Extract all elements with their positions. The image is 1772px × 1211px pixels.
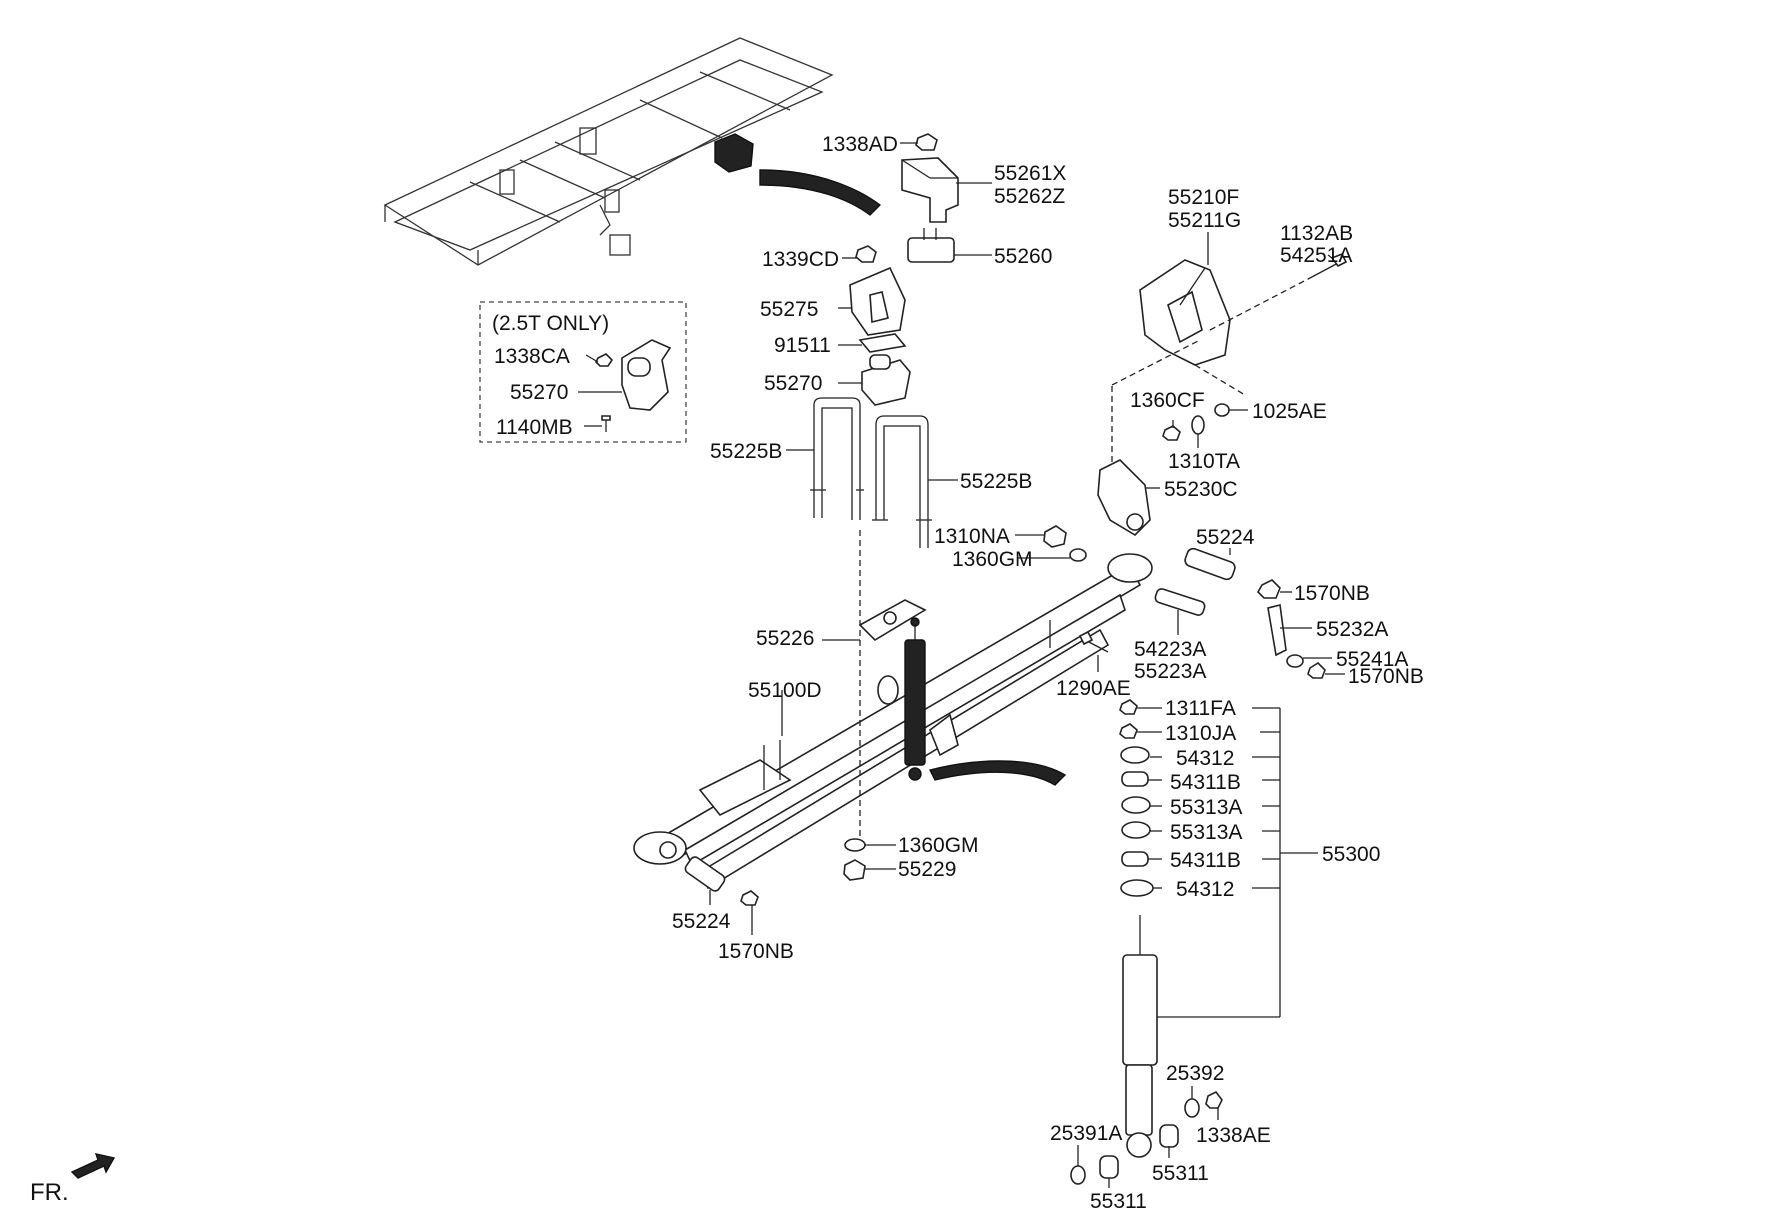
label-1132AB: 1132AB	[1280, 222, 1353, 245]
label-91511: 91511	[774, 334, 831, 357]
label-1290AE: 1290AE	[1056, 677, 1131, 700]
shock-absorber-installed	[904, 617, 1067, 786]
inset-title: (2.5T ONLY)	[492, 312, 609, 335]
label-1338CA: 1338CA	[494, 345, 570, 368]
label-54251A: 54251A	[1280, 244, 1352, 267]
label-54223A: 54223A	[1134, 638, 1206, 661]
part-labels: 1338AD 55261X 55262Z 1339CD 55260 55275 …	[30, 133, 1424, 1211]
label-1338AD: 1338AD	[822, 133, 898, 156]
label-55262Z: 55262Z	[994, 185, 1065, 208]
label-1025AE: 1025AE	[1252, 400, 1327, 423]
spring-hardware	[684, 547, 1326, 906]
label-25391A: 25391A	[1050, 1122, 1122, 1145]
label-55311-bottom: 55311	[1090, 1190, 1147, 1211]
label-1311FA: 1311FA	[1165, 697, 1236, 720]
label-1570NB-mid: 1570NB	[1348, 665, 1424, 688]
label-55241A: 55241A	[1336, 648, 1408, 671]
u-bolts	[810, 397, 932, 548]
label-55275: 55275	[760, 298, 818, 321]
vehicle-frame-illustration	[383, 37, 882, 266]
label-25392: 25392	[1166, 1062, 1224, 1085]
label-55313A-upper: 55313A	[1170, 796, 1242, 819]
label-55270-main: 55270	[764, 372, 822, 395]
label-55300: 55300	[1322, 843, 1380, 866]
label-55224-right: 55224	[1196, 526, 1255, 549]
shackle-bracket	[1043, 252, 1348, 562]
label-55260: 55260	[994, 245, 1052, 268]
label-55226: 55226	[756, 627, 814, 650]
leaf-spring	[633, 530, 1153, 890]
spring-mount-parts	[849, 133, 959, 406]
label-55210F: 55210F	[1168, 186, 1239, 209]
label-55223A: 55223A	[1134, 660, 1206, 683]
label-55229: 55229	[898, 858, 956, 881]
label-1338AE: 1338AE	[1196, 1124, 1271, 1147]
label-55261X: 55261X	[994, 162, 1066, 185]
label-55230C: 55230C	[1164, 478, 1238, 501]
label-55211G: 55211G	[1168, 209, 1241, 232]
front-marker: FR.	[30, 1179, 69, 1206]
label-54312-lower: 54312	[1176, 878, 1234, 901]
inset-2-5t-only	[479, 301, 687, 443]
label-1310JA: 1310JA	[1165, 722, 1236, 745]
label-1140MB: 1140MB	[496, 416, 573, 439]
label-55311-right: 55311	[1152, 1162, 1209, 1185]
label-1570NB-bottom: 1570NB	[718, 940, 794, 963]
leader-lines	[578, 142, 1345, 1188]
label-55232A: 55232A	[1316, 618, 1388, 641]
label-55100D: 55100D	[748, 679, 822, 702]
label-55270-inset: 55270	[510, 381, 568, 404]
label-1360CF: 1360CF	[1130, 389, 1205, 412]
label-1360GM-upper: 1360GM	[952, 548, 1033, 571]
label-54311B-lower: 54311B	[1170, 849, 1241, 872]
label-1310NA: 1310NA	[934, 525, 1010, 548]
label-55225B-left: 55225B	[710, 440, 782, 463]
label-1360GM-lower: 1360GM	[898, 834, 979, 857]
label-55313A-lower: 55313A	[1170, 821, 1242, 844]
label-54311B-upper: 54311B	[1170, 771, 1241, 794]
label-55225B-right: 55225B	[960, 470, 1032, 493]
label-55224-left: 55224	[672, 910, 731, 933]
front-arrow	[70, 1153, 116, 1179]
label-1570NB-top: 1570NB	[1294, 582, 1370, 605]
label-1339CD: 1339CD	[762, 248, 839, 271]
label-54312-upper: 54312	[1176, 747, 1234, 770]
label-1310TA: 1310TA	[1168, 450, 1240, 473]
